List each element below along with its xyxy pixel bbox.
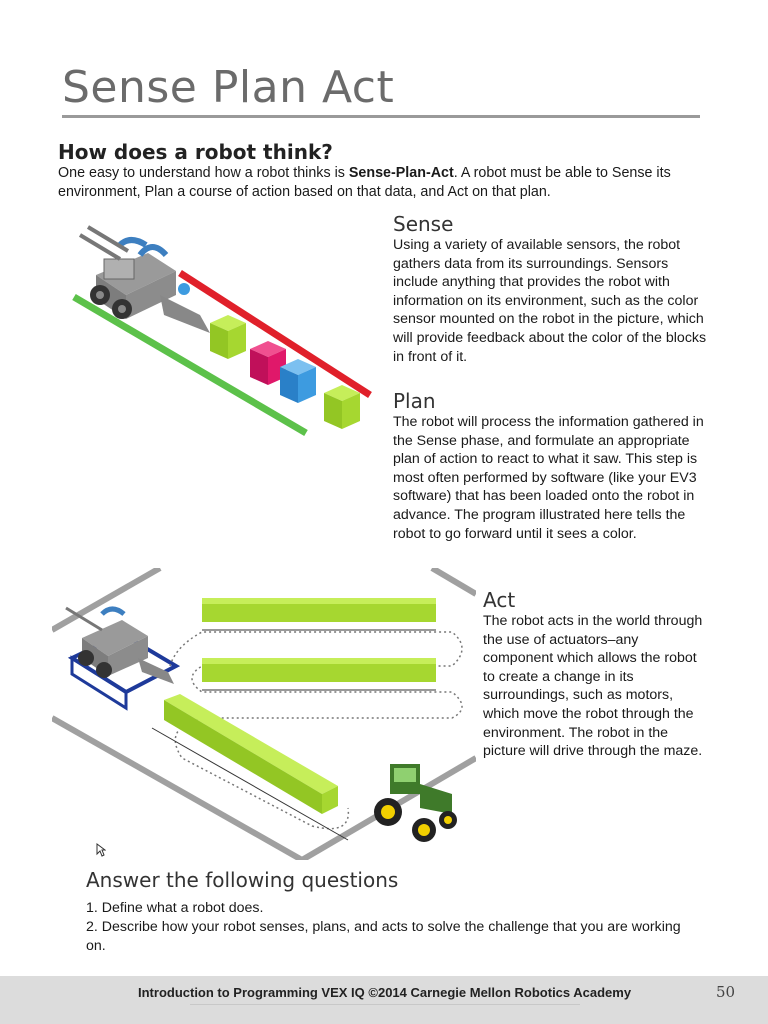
plan-heading: Plan: [393, 389, 436, 413]
sense-heading: Sense: [393, 212, 454, 236]
questions-heading: Answer the following questions: [86, 868, 399, 892]
pink-block: [250, 341, 286, 385]
plan-paragraph: The robot will process the information g…: [393, 414, 704, 542]
block-row-diagonal: [151, 694, 349, 841]
sense-illustration: [72, 225, 372, 437]
footer-text: Introduction to Programming VEX IQ ©2014…: [138, 985, 632, 1000]
sense-paragraph: Using a variety of available sensors, th…: [393, 237, 707, 365]
block-row-top: [202, 598, 436, 631]
blue-block: [280, 359, 316, 403]
intro-paragraph: One easy to understand how a robot think…: [58, 164, 738, 202]
red-boundary-line: [178, 270, 372, 398]
question-item: 2. Describe how your robot senses, plans…: [86, 919, 681, 954]
mouse-cursor-icon: [96, 843, 106, 857]
act-paragraph: The robot acts in the world through the …: [483, 613, 703, 760]
intro-text-start: One easy to understand how a robot think…: [58, 165, 349, 181]
maze-floor: [52, 568, 476, 860]
intro-text-end: . A robot must be able to Sense its envi…: [58, 165, 671, 200]
question-item: 1. Define what a robot does.: [86, 900, 264, 916]
title-divider: [62, 115, 700, 118]
robot-icon: [78, 225, 210, 333]
section-heading: How does a robot think?: [58, 140, 333, 164]
page-title: Sense Plan Act: [62, 62, 395, 113]
green-boundary-line: [72, 293, 308, 437]
intro-bold-term: Sense-Plan-Act: [348, 165, 454, 181]
green-block: [210, 315, 246, 359]
green-block: [324, 385, 360, 429]
tractor-icon: [374, 764, 457, 842]
block-row-middle: [202, 658, 436, 691]
page-number: 50: [716, 983, 736, 1001]
act-heading: Act: [483, 588, 516, 612]
maze-illustration: [52, 568, 476, 860]
robot-icon: [65, 606, 174, 684]
page-footer: [0, 976, 768, 1024]
footer-divider: [190, 1004, 580, 1005]
